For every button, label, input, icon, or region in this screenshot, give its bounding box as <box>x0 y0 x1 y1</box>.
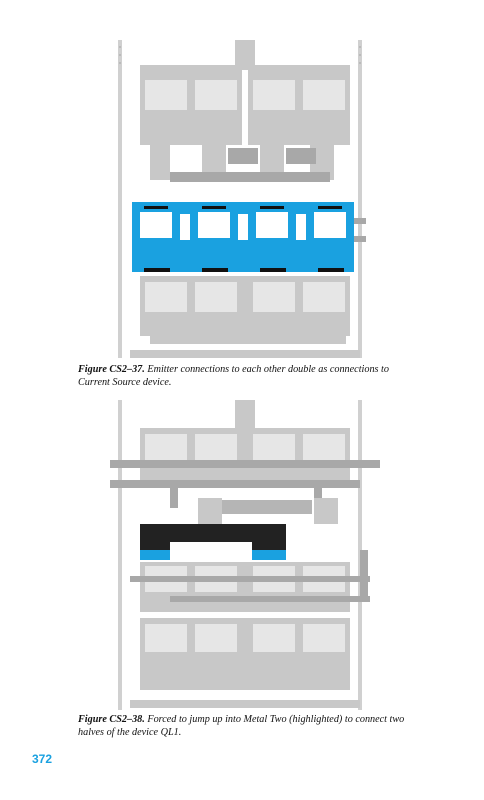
figure-cs2-37-layout <box>110 40 390 358</box>
figure-label-2: Figure CS2–38. <box>78 714 145 725</box>
layout-drawing-2 <box>110 400 380 710</box>
page-number: 372 <box>32 752 53 766</box>
figure-label-1: Figure CS2–37. <box>78 364 145 375</box>
figure-caption-1: Figure CS2–37. Emitter connections to ea… <box>78 363 418 389</box>
figure-caption-text-1: Emitter connections to each other double… <box>78 364 389 388</box>
layout-drawing-1 <box>118 40 366 358</box>
figure-cs2-38-layout <box>110 400 390 710</box>
figure-caption-2: Figure CS2–38. Forced to jump up into Me… <box>78 713 418 739</box>
figure-caption-text-2: Forced to jump up into Metal Two (highli… <box>78 714 405 738</box>
